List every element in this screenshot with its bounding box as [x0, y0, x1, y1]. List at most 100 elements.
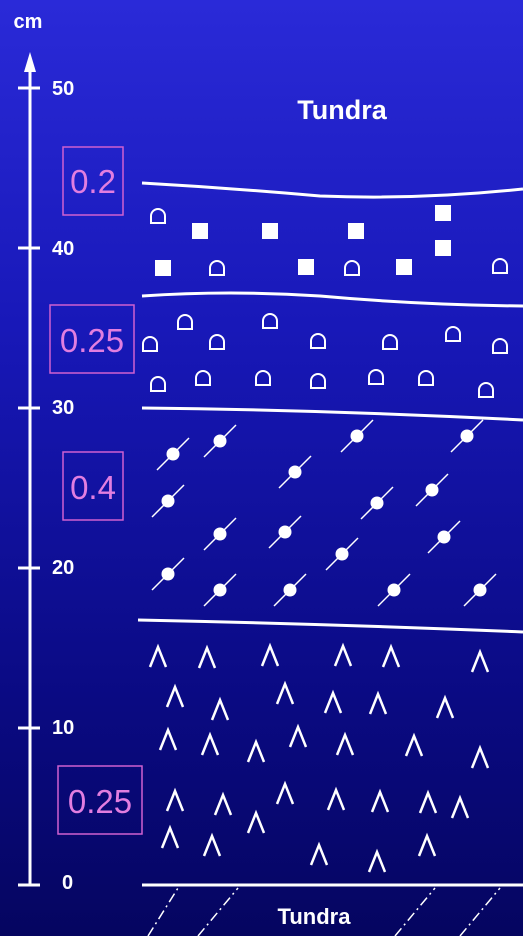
dot-symbol [426, 484, 439, 497]
arch-symbol [151, 377, 165, 391]
arch-symbol [369, 370, 383, 384]
dot-symbol [388, 584, 401, 597]
caret-symbol [472, 652, 488, 672]
square-symbol [396, 259, 412, 275]
layer-1-square-symbols [155, 205, 451, 276]
boundary-line [142, 293, 523, 306]
axis-tick-label-10: 10 [52, 717, 74, 739]
caret-symbol [199, 648, 215, 668]
arch-symbol [419, 371, 433, 385]
value-label-layer-2: 0.25 [60, 322, 124, 359]
dot-symbol [214, 528, 227, 541]
axis-tick-label-20: 20 [52, 557, 74, 579]
square-symbol [435, 205, 451, 221]
caret-symbol [162, 828, 178, 848]
axis-tick-label-30: 30 [52, 397, 74, 419]
boundary-line [138, 620, 523, 632]
dot-symbol [279, 526, 292, 539]
caret-symbol [311, 845, 327, 865]
caret-symbol [452, 798, 468, 818]
caret-symbol [167, 791, 183, 811]
dash-dot-line [395, 888, 435, 936]
caret-symbol [204, 836, 220, 856]
dot-symbol [474, 584, 487, 597]
arch-symbol [210, 335, 224, 349]
caret-symbol [383, 647, 399, 667]
caret-symbol [372, 792, 388, 812]
square-symbol [192, 223, 208, 239]
dot-symbol [214, 435, 227, 448]
caret-symbol [150, 647, 166, 667]
caret-symbol [202, 735, 218, 755]
arch-symbol [143, 337, 157, 351]
caret-symbol [369, 852, 385, 872]
caret-symbol [167, 687, 183, 707]
dot-symbol [214, 584, 227, 597]
boundary-line [142, 183, 523, 197]
arch-symbol [311, 334, 325, 348]
arch-symbol [311, 374, 325, 388]
dot-symbol [371, 497, 384, 510]
caret-symbol [328, 790, 344, 810]
arch-symbol [493, 259, 507, 273]
caret-symbol [406, 736, 422, 756]
dash-dot-line [460, 888, 500, 936]
dot-symbol [438, 531, 451, 544]
arch-symbol [383, 335, 397, 349]
square-symbol [155, 260, 171, 276]
bottom-title: Tundra [278, 904, 352, 929]
value-label-layer-4: 0.25 [68, 783, 132, 820]
dash-dot-line [148, 888, 178, 936]
arch-symbol [446, 327, 460, 341]
caret-symbol [420, 793, 436, 813]
caret-symbol [248, 742, 264, 762]
caret-symbol [290, 727, 306, 747]
dot-symbol [167, 448, 180, 461]
layer-3-slashed-dot-symbols [152, 420, 496, 606]
arch-symbol [479, 383, 493, 397]
arch-symbol [345, 261, 359, 275]
axis-tick-label-0: 0 [62, 872, 73, 894]
value-label-layer-3: 0.4 [70, 469, 116, 506]
caret-symbol [419, 836, 435, 856]
layer-4-caret-symbols [150, 646, 488, 872]
dot-symbol [162, 568, 175, 581]
dot-symbol [162, 495, 175, 508]
caret-symbol [370, 694, 386, 714]
arch-symbol [256, 371, 270, 385]
caret-symbol [335, 646, 351, 666]
top-title: Tundra [297, 95, 387, 125]
dot-symbol [289, 466, 302, 479]
caret-symbol [248, 813, 264, 833]
boundary-line [142, 408, 523, 420]
caret-symbol [277, 784, 293, 804]
caret-symbol [337, 735, 353, 755]
caret-symbol [212, 700, 228, 720]
arch-symbol [210, 261, 224, 275]
caret-symbol [262, 646, 278, 666]
arch-symbol [178, 315, 192, 329]
axis-unit-label: cm [14, 11, 43, 33]
dot-symbol [461, 430, 474, 443]
square-symbol [348, 223, 364, 239]
caret-symbol [437, 698, 453, 718]
axis-tick-label-40: 40 [52, 238, 74, 260]
dot-symbol [336, 548, 349, 561]
arch-symbol [196, 371, 210, 385]
axis-arrow-icon [24, 52, 36, 72]
arch-symbol [493, 339, 507, 353]
caret-symbol [215, 795, 231, 815]
layer-boundaries [138, 183, 523, 885]
caret-symbol [325, 693, 341, 713]
arch-symbol [151, 209, 165, 223]
square-symbol [435, 240, 451, 256]
arch-symbol [263, 314, 277, 328]
caret-symbol [472, 748, 488, 768]
dot-symbol [351, 430, 364, 443]
square-symbol [262, 223, 278, 239]
value-label-layer-1: 0.2 [70, 163, 116, 200]
caret-symbol [160, 730, 176, 750]
dash-dot-line [198, 888, 238, 936]
dot-symbol [284, 584, 297, 597]
